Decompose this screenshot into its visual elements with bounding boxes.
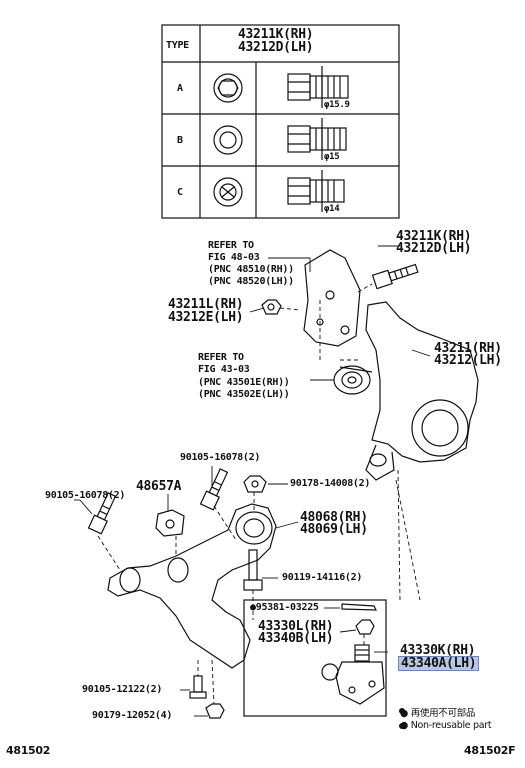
arm-bolt-90119 — [243, 549, 263, 591]
legend-line-jp: ● 再使用不可部品 — [400, 708, 476, 719]
refer-fig43-line3: (PNC 43501E(RH)) — [198, 377, 290, 388]
arm-bolt-upper — [199, 468, 229, 511]
table-row-a-dimension: φ15.9 — [324, 100, 350, 110]
callout-knuckle-lh: 43212(LH) — [434, 353, 502, 368]
callout-nut-lh: 43212E(LH) — [168, 310, 244, 325]
ball-joint-box — [243, 599, 387, 717]
table-header-part-lh: 43212D(LH) — [238, 40, 314, 55]
bolt-side-view-b — [287, 118, 347, 160]
callout-95381-03225: ●95381-03225 — [250, 602, 319, 613]
legend-line-en: ● Non-reusable part — [400, 720, 492, 731]
callout-arm-rh: 48068(RH) — [300, 510, 368, 525]
stabilizer-bracket — [303, 249, 361, 347]
cotter-pin — [341, 603, 377, 611]
callout-90179-12052: 90179-12052(4) — [92, 710, 173, 721]
callout-arm-lh: 48069(LH) — [300, 522, 368, 537]
lower-control-arm — [107, 503, 277, 669]
callout-ball-lh: 43340B(LH) — [258, 631, 334, 646]
table-row-c-dimension: φ14 — [324, 204, 340, 214]
type-table-frame — [161, 24, 400, 219]
refer-fig43-line2: FIG 43-03 — [198, 364, 250, 375]
callout-90105-16078-upper: 90105-16078(2) — [180, 452, 261, 463]
refer-fig43-line4: (PNC 43502E(LH)) — [198, 389, 290, 400]
castle-nut — [355, 619, 375, 635]
table-row-b-type: B — [177, 135, 183, 146]
callout-90105-16078-left: 90105-16078(2) — [45, 490, 126, 501]
table-row-b-dimension: φ15 — [324, 152, 340, 162]
knuckle-nut — [261, 299, 282, 315]
refer-fig48-line3: (PNC 48510(RH)) — [208, 264, 294, 275]
refer-fig43-line1: REFER TO — [198, 352, 244, 363]
refer-fig48-line1: REFER TO — [208, 240, 254, 251]
callout-48657a: 48657A — [136, 479, 182, 494]
arm-bracket-48657a — [155, 509, 185, 537]
refer-fig48-line2: FIG 48-03 — [208, 252, 260, 263]
bolt-side-view-c — [287, 170, 345, 212]
footer-left-code: 481502 — [6, 744, 51, 757]
table-row-c-type: C — [177, 187, 183, 198]
steering-knuckle — [365, 301, 479, 463]
arm-bolt-90105-12122 — [189, 675, 207, 699]
arm-nut-90179 — [205, 703, 225, 719]
callout-bolt-rh: 43211K(RH) — [396, 229, 472, 244]
callout-90119-14116: 90119-14116(2) — [282, 572, 363, 583]
refer-fig48-line4: (PNC 48520(LH)) — [208, 276, 294, 287]
callout-ball-assy-rh: 43330K(RH) — [400, 643, 476, 658]
bolt-side-view-a — [287, 66, 349, 108]
callout-90178-14008: 90178-14008(2) — [290, 478, 371, 489]
knuckle-bolt — [371, 263, 419, 290]
arm-bolt-left — [87, 492, 117, 535]
callout-knuckle-rh: 43211(RH) — [434, 341, 502, 356]
arm-nut-90178 — [243, 475, 267, 493]
ball-joint — [321, 644, 385, 705]
callout-nut-rh: 43211L(RH) — [168, 297, 244, 312]
bolt-end-view-c — [213, 177, 243, 207]
callout-90105-12122: 90105-12122(2) — [82, 684, 163, 695]
hub-bushing — [333, 365, 373, 395]
table-row-a-type: A — [177, 83, 183, 94]
bolt-end-view-a — [213, 73, 243, 103]
footer-right-code: 481502F — [464, 744, 516, 757]
callout-bolt-lh: 43212D(LH) — [396, 241, 472, 256]
bolt-end-view-b — [213, 125, 243, 155]
callout-ball-rh: 43330L(RH) — [258, 619, 334, 634]
callout-ball-assy-lh-highlighted[interactable]: 43340A(LH) — [398, 656, 480, 671]
table-header-part-rh: 43211K(RH) — [238, 27, 314, 42]
table-header-type: TYPE — [166, 40, 189, 51]
